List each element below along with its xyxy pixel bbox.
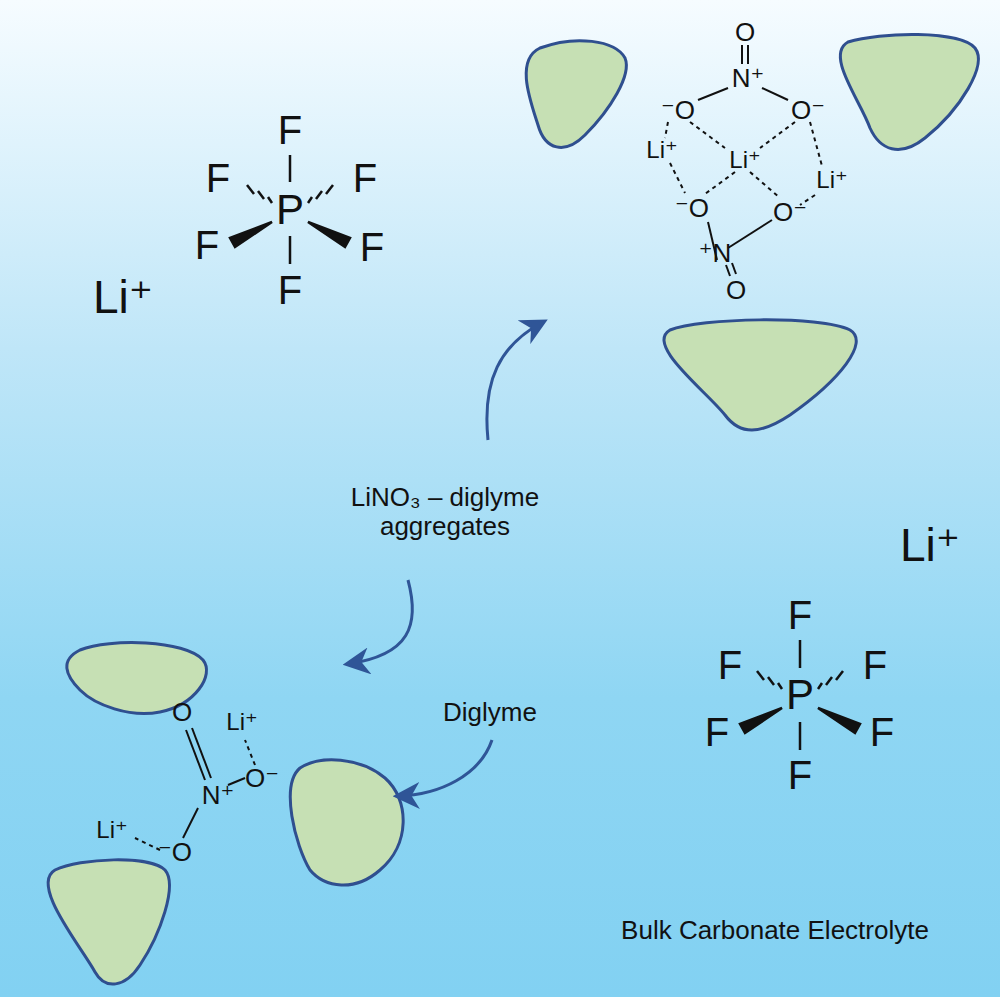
atom-label: N⁺	[732, 64, 765, 93]
region-label: Bulk Carbonate Electrolyte	[621, 916, 929, 945]
atom-label: F	[788, 593, 812, 637]
ion-label: Li⁺	[816, 167, 847, 193]
atom-label: P	[786, 672, 814, 718]
atom-label: O	[735, 18, 755, 47]
atom-label: F	[360, 225, 384, 269]
atom-label: O	[172, 698, 192, 727]
atom-label: P	[276, 187, 304, 233]
atom-label: O⁻	[773, 198, 807, 227]
atom-label: ⁻O	[675, 194, 709, 223]
nitrate-bonds	[135, 45, 822, 850]
ion-label: Li⁺	[646, 137, 677, 163]
atom-label: F	[353, 156, 377, 200]
atom-label: F	[206, 156, 230, 200]
atom-label: O⁻	[245, 764, 279, 793]
atom-label: F	[863, 643, 887, 687]
atom-label: O	[726, 276, 746, 305]
callout-label: Diglyme	[443, 698, 537, 727]
atom-label: F	[870, 710, 894, 754]
ion-label: Li⁺	[729, 147, 760, 173]
atom-label: N⁺	[202, 781, 235, 810]
ion-label: Li⁺	[226, 709, 257, 735]
atom-label: ⁻O	[158, 838, 192, 867]
atom-label: F	[278, 108, 302, 152]
atom-label: F	[195, 223, 219, 267]
diglyme-blobs	[48, 34, 978, 984]
pf6-bonds	[230, 155, 860, 750]
atom-label: F	[278, 268, 302, 312]
aggregate-caption: LiNO₃ – diglyme aggregates	[320, 483, 570, 540]
atom-label: F	[705, 710, 729, 754]
ion-label: Li⁺	[96, 817, 127, 843]
atom-label: F	[788, 753, 812, 797]
atom-label: ⁺N	[699, 239, 732, 268]
ion-label: Li⁺	[93, 272, 153, 323]
ion-label: Li⁺	[900, 520, 960, 571]
atom-label: ⁻O	[661, 96, 695, 125]
atom-label: O⁻	[791, 96, 825, 125]
atom-label: F	[718, 643, 742, 687]
leader-arrows	[348, 322, 543, 796]
